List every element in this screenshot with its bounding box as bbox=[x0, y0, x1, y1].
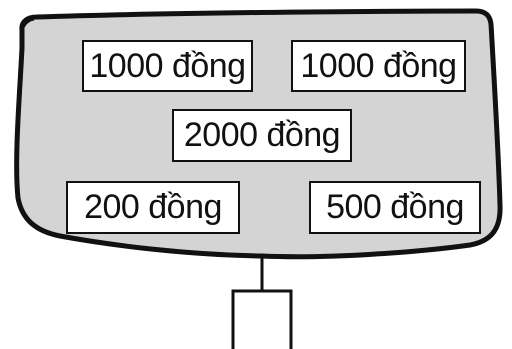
money-note-3: 2000 đồng bbox=[172, 109, 352, 162]
money-note-2: 1000 đồng bbox=[291, 40, 466, 92]
scale-stand-base bbox=[233, 291, 291, 349]
money-note-1: 1000 đồng bbox=[82, 40, 253, 92]
money-note-5: 500 đồng bbox=[309, 181, 481, 234]
money-note-4: 200 đồng bbox=[66, 181, 240, 234]
